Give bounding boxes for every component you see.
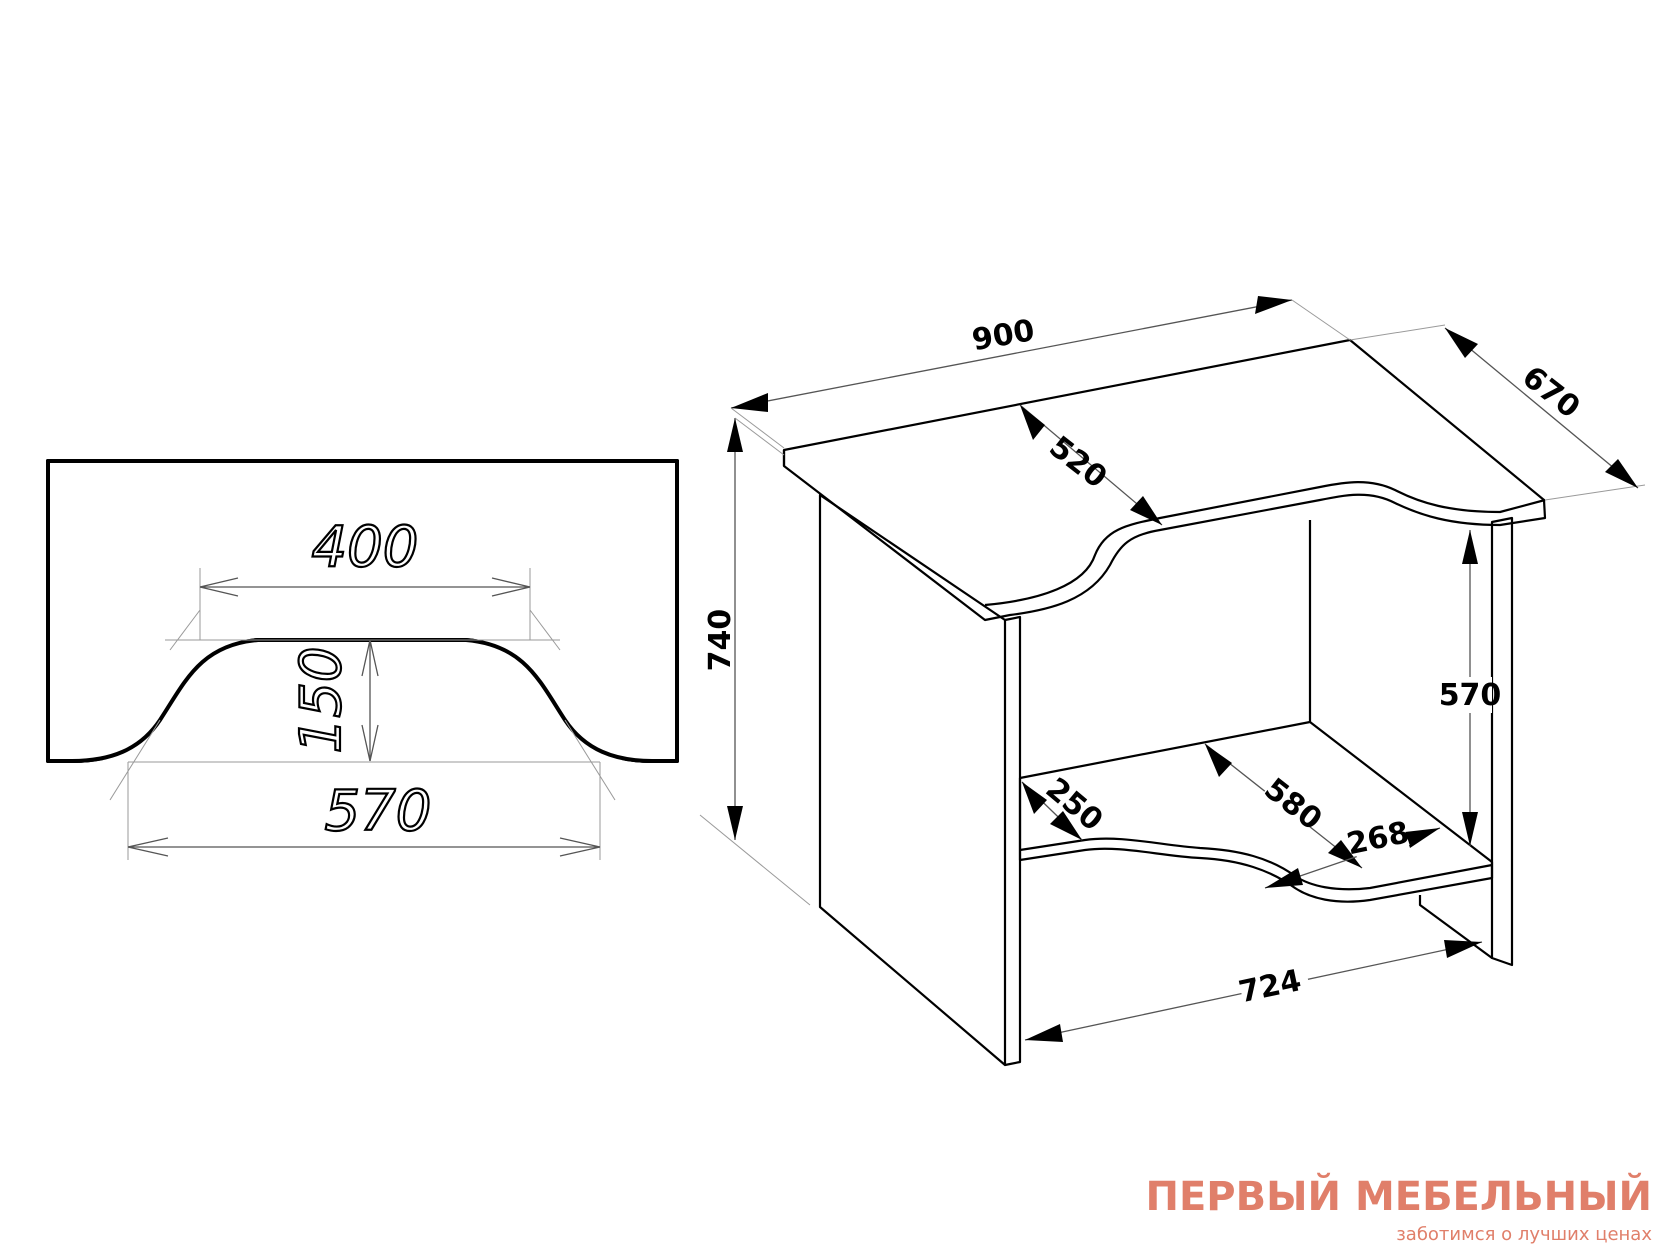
tabletop [782,338,1547,622]
iso-dim-268-label: 268 [1344,815,1413,862]
left-side-panel [818,493,1007,1067]
brand-tagline: заботимся о лучших ценах [1396,1224,1652,1245]
iso-dim-570-label: 570 [1439,678,1502,713]
iso-dim-740-label: 740 [703,609,738,672]
iso-dim-520-label: 520 [1042,429,1113,495]
top-dim-150-label: 150 [289,647,354,754]
top-dim-400-label: 400 [312,515,419,580]
brand-logo: ПЕРВЫЙ МЕБЕЛЬНЫЙ заботимся о лучших цена… [1145,1172,1652,1245]
isometric-desk-drawing: 900 670 520 740 570 580 [699,296,1646,1067]
lower-shelf [1018,720,1494,903]
iso-dim-724-label: 724 [1236,963,1305,1010]
top-view-drawing: 400 150 570 [46,459,679,860]
brand-name: ПЕРВЫЙ МЕБЕЛЬНЫЙ [1145,1172,1652,1220]
top-dim-570-label: 570 [325,779,432,844]
right-side-panel [1490,516,1514,967]
